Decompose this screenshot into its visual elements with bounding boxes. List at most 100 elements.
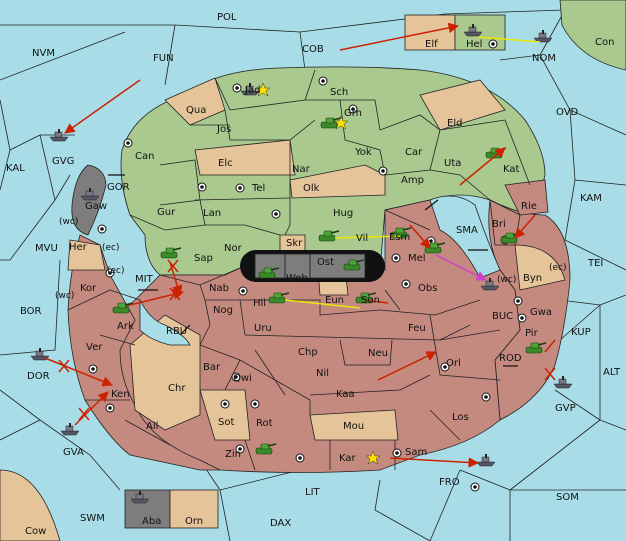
label-tei: TEI [587, 258, 603, 269]
label-gvp: GVP [555, 403, 576, 414]
label-mit: MIT [135, 274, 154, 285]
label-nor: Nor [224, 243, 243, 254]
label-ovd: OVD [556, 107, 579, 118]
land-rie[interactable] [504, 179, 549, 216]
label-eun: Eun [325, 295, 344, 306]
label-ec-byn: (ec) [549, 263, 567, 273]
label-pir: Pir [525, 328, 539, 339]
label-grh: Grh [344, 108, 362, 119]
label-nil: Nil [316, 368, 329, 379]
label-esm: Esm [389, 232, 410, 243]
label-kaa: Kaa [336, 389, 355, 400]
label-sun: Sun [361, 295, 380, 306]
label-uru: Uru [254, 323, 272, 334]
label-skr: Skr [286, 238, 303, 249]
label-nab: Nab [209, 283, 229, 294]
label-kar: Kar [339, 453, 357, 464]
sea-labels: POL NVM FUN COB NOM Con OVD KAL KAM MVU … [6, 12, 621, 537]
label-hel: Hel [466, 39, 482, 50]
label-jos: Jos [216, 124, 231, 135]
label-nvm: NVM [32, 48, 55, 59]
label-uta: Uta [444, 158, 461, 169]
label-byn: Byn [523, 273, 542, 284]
label-nar: Nar [292, 164, 311, 175]
label-wc-her: (wc) [59, 217, 78, 227]
label-tel: Tel [251, 183, 265, 194]
label-buc: BUC [492, 311, 513, 322]
label-web: Web [286, 273, 308, 284]
land-orn[interactable] [169, 489, 219, 529]
label-qua: Qua [186, 105, 206, 116]
label-gwa: Gwa [530, 307, 552, 318]
land-elf[interactable] [404, 14, 456, 51]
label-obs: Obs [418, 283, 437, 294]
label-swm: SWM [80, 513, 105, 524]
label-kup: KUP [571, 327, 591, 338]
land-byn[interactable] [514, 244, 566, 291]
land-mou[interactable] [309, 409, 399, 441]
label-bri: Bri [492, 219, 506, 230]
label-sch: Sch [330, 87, 348, 98]
label-orl: Orl [446, 358, 461, 369]
label-wc-kor: (wc) [55, 291, 74, 301]
label-hil: Hil [253, 298, 266, 309]
label-olk: Olk [303, 183, 320, 194]
label-rie: Rie [521, 201, 537, 212]
label-ec-her: (ec) [102, 243, 120, 253]
orders [44, 22, 556, 468]
label-rbu: RBU [166, 326, 187, 337]
label-qwi: Qwi [233, 373, 252, 384]
label-yok: Yok [354, 147, 372, 158]
province-borders-north [129, 69, 531, 236]
label-kal: KAL [6, 163, 25, 174]
label-cow: Cow [25, 526, 46, 537]
sea-sma[interactable] [429, 195, 501, 279]
land-labels: Jad Sch Qua Grh Jos Eld Can Yok Car Uta … [69, 39, 552, 527]
coast-labels: (wc) (ec) (ec) (wc) (wc) (ec) [55, 217, 567, 301]
label-los: Los [452, 412, 469, 423]
label-can: Can [135, 151, 154, 162]
label-sma: SMA [456, 225, 478, 236]
label-kor: Kor [80, 283, 97, 294]
label-elc: Elc [218, 158, 233, 169]
label-ken: Ken [111, 389, 130, 400]
label-bar: Bar [203, 362, 221, 373]
label-dax: DAX [270, 518, 291, 529]
label-rod: ROD [499, 353, 522, 364]
sea-borders [0, 9, 626, 541]
label-nog: Nog [213, 305, 233, 316]
label-bor: BOR [20, 306, 42, 317]
label-lan: Lan [203, 208, 221, 219]
label-kat: Kat [503, 164, 520, 175]
label-rot: Rot [256, 418, 273, 429]
label-neu: Neu [368, 348, 388, 359]
label-fro: FRO [439, 477, 460, 488]
label-ark: Ark [117, 321, 134, 332]
label-con: Con [595, 37, 614, 48]
label-som: SOM [556, 492, 579, 503]
label-ver: Ver [86, 342, 103, 353]
label-sot: Sot [218, 417, 234, 428]
label-wc-byn: (wc) [497, 275, 516, 285]
land-her[interactable] [67, 239, 106, 271]
label-vil: Vil [356, 233, 368, 244]
land-eld[interactable] [419, 79, 506, 131]
label-ec-kor: (ec) [107, 266, 125, 276]
label-sap: Sap [194, 253, 213, 264]
land-elc[interactable] [194, 139, 296, 176]
label-her: Her [69, 242, 88, 253]
label-gaw: Gaw [85, 201, 107, 212]
label-jad: Jad [244, 85, 260, 96]
label-gor: GOR [107, 182, 130, 193]
label-elf: Elf [425, 39, 438, 50]
label-dor: DOR [27, 371, 50, 382]
label-mel: Mel [408, 253, 426, 264]
label-ail: Ail [146, 421, 158, 432]
label-aba: Aba [142, 516, 161, 527]
land-sot[interactable] [199, 389, 251, 441]
label-hug: Hug [333, 208, 353, 219]
label-gvg: GVG [52, 156, 74, 167]
sea-rbu[interactable] [139, 299, 191, 346]
label-feu: Feu [408, 323, 426, 334]
